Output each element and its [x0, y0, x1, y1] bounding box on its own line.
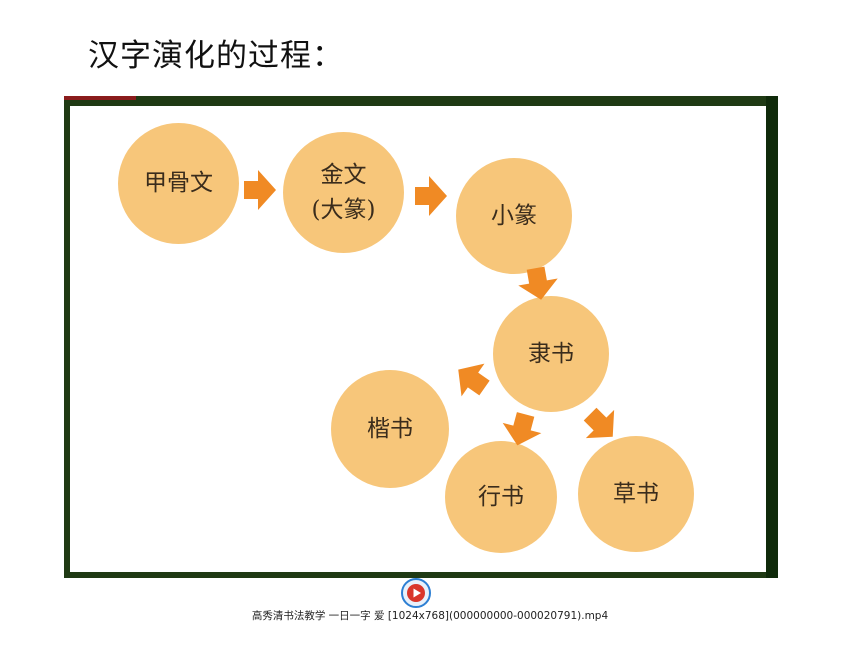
node-lishu: 隶书 [493, 296, 609, 412]
node-xingshu: 行书 [445, 441, 557, 553]
node-kaishu-label: 楷书 [367, 415, 413, 442]
node-xiaozhuan-label: 小篆 [491, 202, 537, 229]
node-caoshu-label: 草书 [613, 480, 659, 507]
arrow-jinwen-to-xiaozhuan [415, 176, 447, 216]
video-play-button[interactable] [401, 578, 431, 608]
node-jiaguwen: 甲骨文 [118, 123, 239, 244]
arrow-lishu-to-caoshu [583, 407, 615, 439]
page-title: 汉字演化的过程： [88, 38, 344, 74]
play-icon [401, 578, 431, 608]
frame-right-edge [766, 96, 778, 578]
arrow-lishu-to-kaishu [458, 363, 490, 397]
node-lishu-label: 隶书 [528, 340, 574, 367]
node-jinwen: 金文 (大篆) [283, 132, 404, 253]
node-xiaozhuan: 小篆 [456, 158, 572, 274]
node-jiaguwen-label: 甲骨文 [144, 170, 213, 197]
node-caoshu: 草书 [578, 436, 694, 552]
node-jinwen-label: 金文 [320, 162, 367, 188]
video-caption[interactable]: 高秀清书法教学 一日一字 爱 [1024x768](000000000-0000… [251, 610, 609, 622]
node-kaishu: 楷书 [331, 370, 449, 488]
node-dazhuan-label: (大篆) [311, 196, 376, 223]
node-xingshu-label: 行书 [478, 483, 524, 510]
arrow-lishu-to-xingshu [502, 412, 542, 446]
arrow-xiaozhuan-to-lishu [518, 266, 558, 300]
arrow-jiaguwen-to-jinwen [244, 170, 276, 210]
frame-accent-bar [64, 96, 136, 100]
